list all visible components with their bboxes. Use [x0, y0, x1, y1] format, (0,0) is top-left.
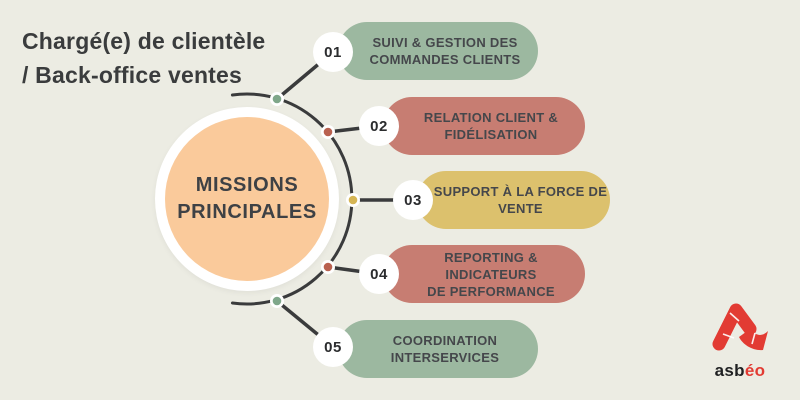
node-dots — [270, 92, 360, 308]
mission-label-3: SUPPORT À LA FORCE DE VENTE — [433, 184, 608, 216]
mission-number-2: 02 — [359, 106, 399, 146]
mission-pill-1: SUIVI & GESTION DES COMMANDES CLIENTS — [338, 22, 538, 80]
mission-number-4: 04 — [359, 254, 399, 294]
logo-text-accent: éo — [744, 361, 766, 380]
mission-number-5: 05 — [313, 327, 353, 367]
asbeo-logo-icon — [712, 303, 768, 351]
central-circle-ring: MISSIONS PRINCIPALES — [155, 107, 339, 291]
node-dot-4 — [323, 262, 333, 272]
mission-label-2: RELATION CLIENT & FIDÉLISATION — [423, 110, 559, 142]
mission-pill-4: REPORTING & INDICATEURS DE PERFORMANCE — [383, 245, 585, 303]
mission-pill-3: SUPPORT À LA FORCE DE VENTE — [417, 171, 610, 229]
asbeo-logo-text: asbéo — [702, 361, 778, 381]
mission-label-5: COORDINATION INTERSERVICES — [390, 333, 500, 365]
node-dot-5 — [272, 296, 282, 306]
central-title-line2: PRINCIPALES — [177, 201, 317, 223]
page-title: Chargé(e) de clientèle / Back-office ven… — [22, 24, 265, 92]
mission-number-3: 03 — [393, 180, 433, 220]
node-dot-1 — [272, 94, 282, 104]
central-title-line1: MISSIONS — [195, 174, 299, 196]
central-circle: MISSIONS PRINCIPALES — [165, 117, 329, 281]
node-dot-3 — [348, 195, 358, 205]
page-title-line1: Chargé(e) de clientèle — [22, 28, 266, 54]
page-title-line2: / Back-office ventes — [22, 62, 243, 88]
mission-label-4: REPORTING & INDICATEURS DE PERFORMANCE — [427, 249, 555, 299]
logo-text-dark: asb — [714, 361, 745, 380]
mission-pill-5: COORDINATION INTERSERVICES — [338, 320, 538, 378]
mission-number-1: 01 — [313, 32, 353, 72]
mission-label-1: SUIVI & GESTION DES COMMANDES CLIENTS — [369, 35, 521, 67]
mission-pill-2: RELATION CLIENT & FIDÉLISATION — [383, 97, 585, 155]
node-dot-2 — [323, 127, 333, 137]
asbeo-logo: asbéo — [702, 300, 778, 381]
